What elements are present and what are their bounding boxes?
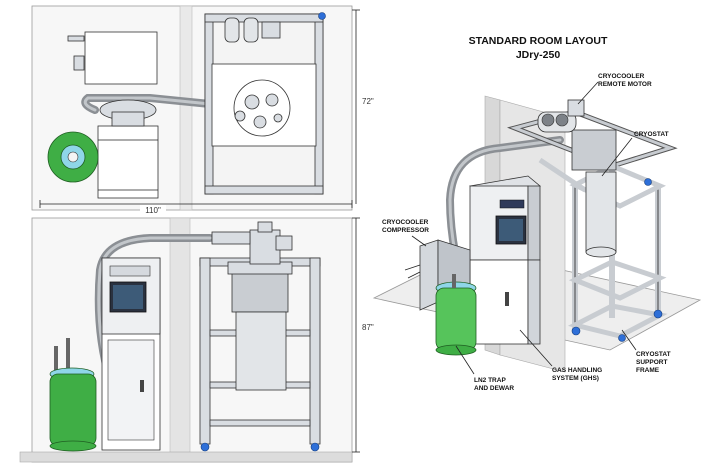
side-elevation-view: 87" [19, 217, 380, 463]
diagram-subtitle: JDry-250 [516, 49, 561, 61]
callout-ln2-line2: AND DEWAR [474, 385, 514, 392]
plan-motor-b [243, 17, 259, 43]
width-dimension-label: 110" [145, 206, 161, 215]
plan-cryostat-flange [233, 79, 291, 137]
iso-frame-foot [644, 178, 652, 186]
plan-wall [179, 5, 193, 211]
elevation-cryocooler [249, 229, 281, 265]
elevation-floor [19, 451, 353, 463]
top-plan-view: 110" 72" [31, 5, 380, 215]
plan-motor-a [224, 17, 240, 43]
iso-dewar [435, 287, 477, 351]
iso-cryostat [585, 171, 617, 253]
plan-ghs-valve [73, 55, 85, 71]
iso-ghs-lower [469, 259, 529, 345]
isometric-view [372, 95, 702, 373]
plan-ghs-fitting [67, 35, 85, 42]
elevation-dewar [49, 373, 97, 447]
height-top-dimension-label: 72" [362, 97, 374, 106]
elevation-wall [169, 217, 191, 463]
callout-compressor-line1: CRYOCOOLER [382, 219, 429, 226]
elevation-frame-leg-right [309, 257, 321, 445]
callout-compressor-line2: COMPRESSOR [382, 227, 429, 234]
iso-compressor [419, 239, 439, 311]
height-bottom-dimension-label: 87" [362, 323, 374, 332]
callout-ghs-line1: GAS HANDLING [552, 367, 602, 374]
callout-cryostat: CRYOSTAT [634, 131, 669, 138]
callout-ln2-line1: LN2 TRAP [474, 377, 506, 384]
callout-ghs-line2: SYSTEM (GHS) [552, 375, 599, 382]
diagram-title: STANDARD ROOM LAYOUT [469, 35, 608, 47]
callouts: CRYOCOOLER REMOTE MOTOR CRYOSTAT CRYOCOO… [382, 73, 671, 392]
callout-frame-line2: SUPPORT [636, 359, 667, 366]
callout-remote-motor-line1: CRYOCOOLER [598, 73, 645, 80]
callout-frame-line3: FRAME [636, 367, 660, 374]
elevation-cryostat [235, 311, 287, 391]
plan-compressor [97, 125, 159, 199]
callout-frame-line1: CRYOSTAT [636, 351, 671, 358]
elevation-frame-leg-left [199, 257, 211, 445]
plan-ghs-top [84, 31, 158, 85]
callout-remote-motor-line2: REMOTE MOTOR [598, 81, 652, 88]
